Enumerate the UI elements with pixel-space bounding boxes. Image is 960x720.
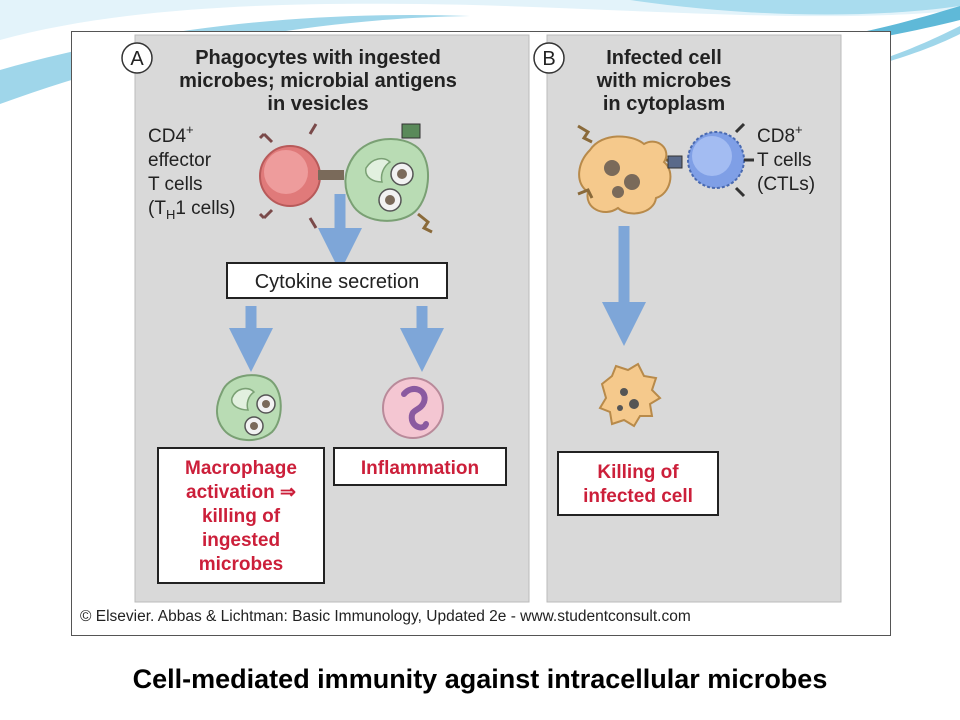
cytokine-secretion-box	[226, 262, 448, 299]
panel-b	[546, 34, 842, 603]
panel-b-heading-line-1: Infected cell	[606, 47, 722, 69]
killing-infected-cell-line-2: infected cell	[583, 486, 693, 507]
macrophage-activation-line-4: ingested	[202, 530, 280, 551]
inflammation-label: Inflammation	[361, 458, 479, 479]
panel-b-letter: B	[542, 48, 555, 70]
panel-b-heading-line-2: with microbes	[596, 70, 731, 92]
cd4-label-line-4: (TH1 cells)	[148, 198, 236, 222]
cd8-label-line-2: T cells	[757, 150, 812, 171]
panel-a-heading-line-3: in vesicles	[267, 93, 368, 115]
macrophage-activation-line-1: Macrophage	[185, 458, 297, 479]
panel-a-heading-line-1: Phagocytes with ingested	[195, 47, 441, 69]
killing-infected-cell-box	[557, 451, 719, 516]
panel-a-letter: A	[130, 48, 144, 70]
macrophage-activation-line-3: killing of	[202, 506, 281, 527]
panel-b-letter-circle	[533, 42, 565, 74]
killing-infected-cell-line-1: Killing of	[597, 462, 679, 483]
copyright-credit: © Elsevier. Abbas & Lichtman: Basic Immu…	[80, 608, 691, 625]
neutrophil-icon	[382, 377, 444, 439]
diagram-svg: A Phagocytes with ingested microbes; mic…	[121, 34, 842, 603]
cd4-label-line-2: effector	[148, 150, 212, 171]
ctl-cell-icon	[687, 122, 754, 198]
slide-caption: Cell-mediated immunity against intracell…	[132, 664, 828, 694]
cd8-label-line-3: (CTLs)	[757, 174, 815, 195]
activated-macrophage-icon	[216, 374, 282, 441]
dying-cell-icon	[598, 362, 662, 428]
th1-cell-icon	[258, 123, 344, 229]
cd4-label-line-1: CD4+	[148, 122, 194, 147]
cd8-label-line-1: CD8+	[757, 122, 803, 147]
infected-cell-icon	[577, 124, 683, 215]
panel-b-heading-line-3: in cytoplasm	[603, 93, 725, 115]
panel-a-heading-line-2: microbes; microbial antigens	[179, 70, 457, 92]
inflammation-box	[333, 447, 507, 486]
macrophage-icon	[344, 123, 433, 234]
macrophage-activation-line-5: microbes	[199, 554, 283, 575]
panel-a-letter-circle	[121, 42, 153, 74]
cd4-label-line-3: T cells	[148, 174, 203, 195]
macrophage-activation-box	[157, 447, 325, 584]
macrophage-activation-line-2: activation ⇒	[186, 482, 296, 503]
cytokine-secretion-label: Cytokine secretion	[255, 271, 420, 293]
diagram-figure: A Phagocytes with ingested microbes; mic…	[71, 31, 891, 636]
